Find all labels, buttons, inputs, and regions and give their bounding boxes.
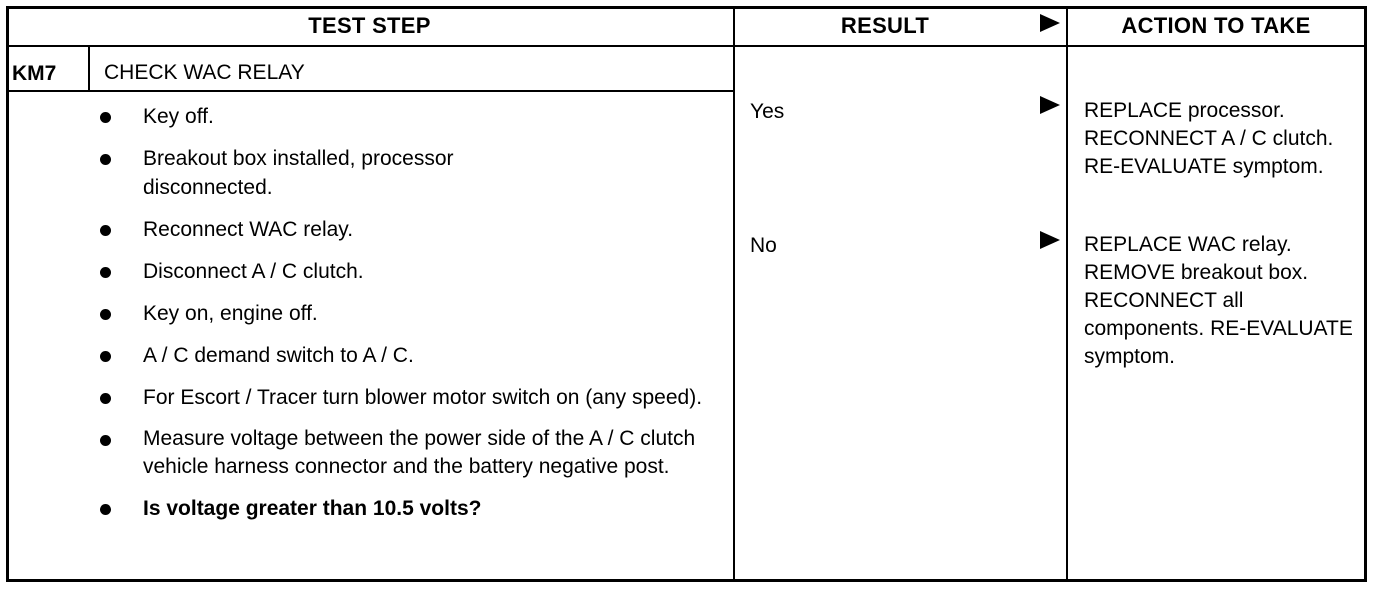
result-no-arrow-icon bbox=[1040, 231, 1060, 249]
action-yes: REPLACE processor. RECONNECT A / C clutc… bbox=[1084, 99, 1334, 178]
bullet-icon bbox=[100, 393, 111, 404]
bullet-icon bbox=[100, 267, 111, 278]
step-title: CHECK WAC RELAY bbox=[104, 61, 305, 84]
border-left bbox=[6, 6, 9, 582]
list-item: Reconnect WAC relay. bbox=[96, 215, 716, 244]
border-right bbox=[1364, 6, 1367, 582]
action-no: REPLACE WAC relay. REMOVE breakout box. … bbox=[1084, 233, 1353, 368]
list-item: Disconnect A / C clutch. bbox=[96, 257, 716, 286]
step-title-underline bbox=[6, 90, 735, 92]
list-item-question: Is voltage greater than 10.5 volts? bbox=[96, 494, 716, 523]
bullet-icon bbox=[100, 351, 111, 362]
border-top bbox=[6, 6, 1366, 9]
header-test-step: TEST STEP bbox=[308, 13, 431, 38]
header-divider bbox=[6, 45, 1366, 47]
bullet-icon bbox=[100, 225, 111, 236]
result-yes: Yes bbox=[750, 100, 785, 123]
list-item: Key on, engine off. bbox=[96, 299, 716, 328]
col-divider-1 bbox=[733, 6, 735, 582]
header-arrow-icon bbox=[1040, 14, 1060, 32]
step-id: KM7 bbox=[12, 62, 57, 85]
bullet-icon bbox=[100, 309, 111, 320]
step-id-divider bbox=[88, 45, 90, 92]
header-result: RESULT bbox=[840, 13, 930, 38]
bullet-icon bbox=[100, 112, 111, 123]
list-item: Measure voltage between the power side o… bbox=[96, 425, 716, 481]
bullet-icon bbox=[100, 504, 111, 515]
list-item: Key off. bbox=[96, 102, 716, 131]
header-action: ACTION TO TAKE bbox=[1121, 13, 1311, 38]
result-yes-arrow-icon bbox=[1040, 96, 1060, 114]
result-no: No bbox=[750, 234, 777, 257]
bullet-icon bbox=[100, 435, 111, 446]
list-item: A / C demand switch to A / C. bbox=[96, 341, 716, 370]
test-step-list: Key off. Breakout box installed, process… bbox=[96, 102, 716, 536]
bullet-icon bbox=[100, 154, 111, 165]
border-bottom bbox=[6, 579, 1367, 582]
list-item: Breakout box installed, processor discon… bbox=[96, 144, 573, 202]
col-divider-2 bbox=[1066, 6, 1068, 582]
list-item: For Escort / Tracer turn blower motor sw… bbox=[96, 383, 716, 412]
